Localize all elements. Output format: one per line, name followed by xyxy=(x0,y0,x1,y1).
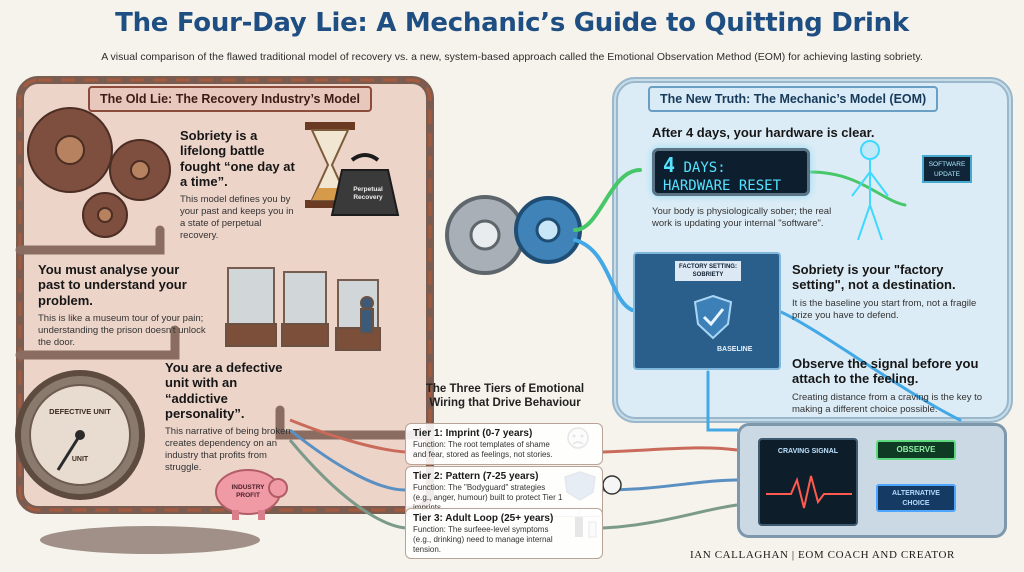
craving-console: CRAVING SIGNAL OBSERVE ALTERNATIVE CHOIC… xyxy=(737,423,1007,538)
software-update-box: SOFTWARE UPDATE xyxy=(922,155,972,183)
museum-exhibit-icon xyxy=(225,267,381,351)
factory-setting-screen: FACTORY SETTING: SOBRIETY BASELINE xyxy=(633,252,781,370)
craving-signal-label: CRAVING SIGNAL xyxy=(777,448,839,455)
central-gears-icon xyxy=(445,195,582,275)
new-model-label: The New Truth: The Mechanic’s Model (EOM… xyxy=(648,86,939,112)
piggy-bank-icon xyxy=(215,469,288,520)
old-point-1-body: This model defines you by your past and … xyxy=(180,194,294,241)
new-point-2-body: It is the baseline you start from, not a… xyxy=(792,297,977,321)
gauge-sub-tag: UNIT xyxy=(71,456,89,463)
check-shield-icon xyxy=(693,294,733,340)
tier-2-title: Tier 2: Pattern (7-25 years) xyxy=(413,471,539,482)
old-point-1: Sobriety is a lifelong battle fought “on… xyxy=(180,128,298,242)
hardware-reset-display: 4 DAYS: HARDWARE RESET xyxy=(652,148,810,196)
new-point-1-heading-wrap: After 4 days, your hardware is clear. xyxy=(652,125,902,140)
old-point-2-heading: You must analyse your past to understand… xyxy=(38,262,187,308)
body-hologram-icon xyxy=(851,140,889,241)
new-point-2-heading: Sobriety is your "factory setting", not … xyxy=(792,262,956,293)
tier-1-function: Function: The root templates of shame an… xyxy=(413,440,553,459)
new-point-3: Observe the signal before you attach to … xyxy=(792,356,992,415)
new-point-1-heading: After 4 days, your hardware is clear. xyxy=(652,125,875,140)
factory-setting-label: FACTORY SETTING: SOBRIETY xyxy=(675,261,741,281)
weight-tag: Perpetual Recovery xyxy=(353,186,383,201)
tier-3-function: Function: The surfeee-level symptoms (e.… xyxy=(413,525,553,554)
tier-1-card: Tier 1: Imprint (0-7 years) Function: Th… xyxy=(405,423,603,465)
tier-3-title: Tier 3: Adult Loop (25+ years) xyxy=(413,513,554,524)
old-point-2-body: This is like a museum tour of your pain;… xyxy=(38,312,206,348)
display-line2: HARDWARE RESET xyxy=(663,178,782,194)
new-point-3-heading: Observe the signal before you attach to … xyxy=(792,356,979,387)
craving-signal-screen: CRAVING SIGNAL xyxy=(758,438,858,526)
old-point-3-heading: You are a defective unit with an “addict… xyxy=(165,360,283,421)
new-point-2: Sobriety is your "factory setting", not … xyxy=(792,262,992,321)
weight-icon xyxy=(330,153,400,216)
gauge-tag: DEFECTIVE UNIT xyxy=(49,407,111,416)
alternative-choice-button[interactable]: ALTERNATIVE CHOICE xyxy=(876,484,956,512)
old-point-3: You are a defective unit with an “addict… xyxy=(165,360,303,474)
old-point-2: You must analyse your past to understand… xyxy=(38,262,208,349)
new-point-1-body-wrap: Your body is physiologically sober; the … xyxy=(652,206,842,230)
tier-1-title: Tier 1: Imprint (0-7 years) xyxy=(413,428,533,439)
old-point-1-heading: Sobriety is a lifelong battle fought “on… xyxy=(180,128,295,189)
tier-2-function: Function: The "Bodyguard" strategies (e.… xyxy=(413,483,563,512)
old-point-3-body: This narrative of being broken creates d… xyxy=(165,426,291,473)
baseline-label: BASELINE xyxy=(717,346,753,353)
display-digit: 4 xyxy=(663,153,676,177)
page-title: The Four-Day Lie: A Mechanic’s Guide to … xyxy=(115,8,909,38)
new-point-3-body: Creating distance from a craving is the … xyxy=(792,391,983,415)
author-credit: IAN CALLAGHAN | EOM COACH AND CREATOR xyxy=(690,549,955,561)
defective-gauge-icon xyxy=(15,370,145,500)
piggy-tag: INDUSTRY PROFIT xyxy=(231,484,265,499)
new-point-1-body: Your body is physiologically sober; the … xyxy=(652,206,832,229)
tiers-heading: The Three Tiers of Emotional Wiring that… xyxy=(425,383,585,409)
observe-button[interactable]: OBSERVE xyxy=(876,440,956,460)
page-subtitle: A visual comparison of the flawed tradit… xyxy=(101,51,923,63)
rusty-gears-icon xyxy=(27,107,171,238)
heartbeat-signal-icon xyxy=(766,475,852,509)
tier-3-card: Tier 3: Adult Loop (25+ years) Function:… xyxy=(405,508,603,560)
display-line1: DAYS: xyxy=(683,160,726,176)
old-model-label: The Old Lie: The Recovery Industry’s Mod… xyxy=(88,86,373,112)
